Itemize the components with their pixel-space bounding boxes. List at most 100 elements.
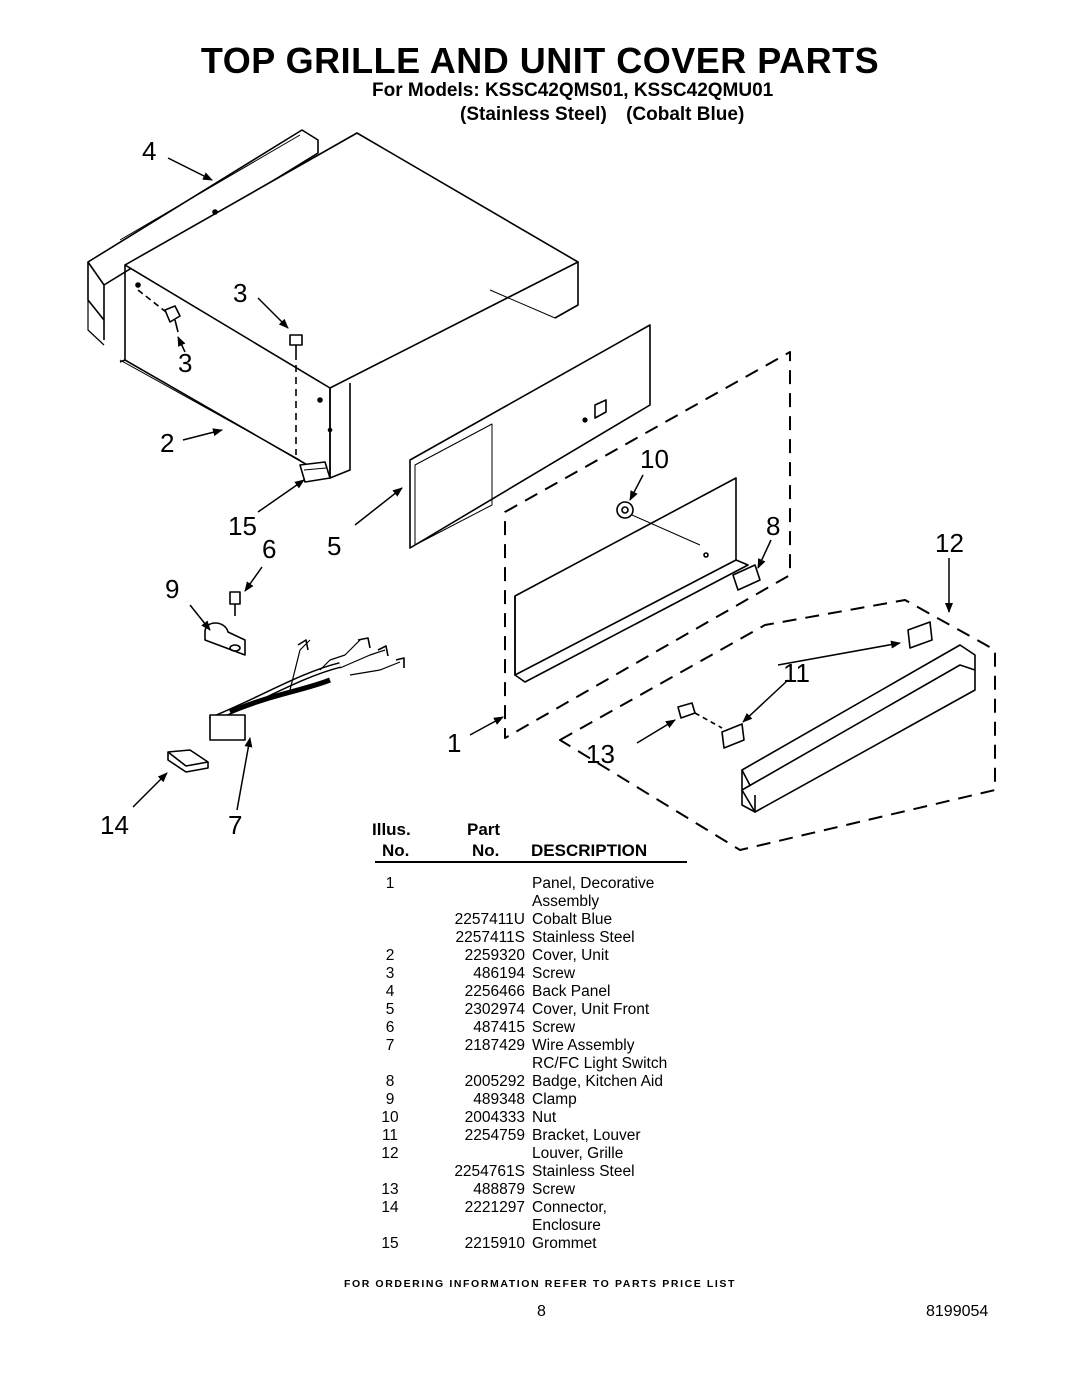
illus-number: 14 <box>381 1199 399 1216</box>
part-number: 2302974 <box>464 1001 525 1018</box>
table-row: 10 2004333 Nut <box>375 1109 705 1127</box>
table-row: RC/FC Light Switch <box>375 1055 705 1073</box>
page-title: TOP GRILLE AND UNIT COVER PARTS <box>200 40 880 81</box>
table-row: 8 2005292 Badge, Kitchen Aid <box>375 1073 705 1091</box>
callout-15: 15 <box>228 511 257 541</box>
table-row: 7 2187429 Wire Assembly <box>375 1037 705 1055</box>
badge-drawing <box>732 564 761 591</box>
part-description: Cobalt Blue <box>532 911 613 928</box>
connector-enclosure-drawing <box>167 749 209 773</box>
header-illus-top: Illus. <box>372 820 411 839</box>
part-number: 486194 <box>473 965 525 982</box>
illus-number: 5 <box>385 1001 395 1018</box>
wire-assembly-drawing <box>208 637 405 741</box>
part-number: 489348 <box>473 1091 525 1108</box>
header-illus-bottom: No. <box>382 841 410 860</box>
part-description: Badge, Kitchen Aid <box>532 1073 663 1090</box>
models-line: For Models: KSSC42QMS01, KSSC42QMU01 <box>372 80 774 101</box>
part-number: 2004333 <box>464 1109 525 1126</box>
illus-number: 10 <box>381 1109 399 1126</box>
grommet-drawing <box>299 461 331 483</box>
table-row: 12 Louver, Grille <box>375 1145 705 1163</box>
illus-number: 7 <box>385 1037 395 1054</box>
decorative-panel-drawing <box>514 477 749 683</box>
header-part-top: Part <box>467 820 501 839</box>
callout-8: 8 <box>766 511 780 541</box>
part-description: Nut <box>532 1109 557 1126</box>
header-rule <box>375 861 687 863</box>
callout-5: 5 <box>327 531 341 561</box>
illus-number: 6 <box>385 1019 395 1036</box>
callout-4: 4 <box>142 136 156 166</box>
part-description: Stainless Steel <box>532 1163 635 1180</box>
clamp-drawing <box>204 591 246 656</box>
illus-number: 12 <box>381 1145 399 1162</box>
table-row: 6 487415 Screw <box>375 1019 705 1037</box>
callout-1: 1 <box>447 728 461 758</box>
part-description: Cover, Unit <box>532 947 609 964</box>
header-part-bottom: No. <box>472 841 500 860</box>
page-number: 8 <box>537 1303 546 1320</box>
document-number: 8199054 <box>926 1303 989 1320</box>
cover-screws-drawing <box>137 289 303 455</box>
callout-3a: 3 <box>233 278 247 308</box>
part-description: Screw <box>532 965 576 982</box>
part-number: 2254761S <box>454 1163 525 1180</box>
part-number: 2259320 <box>464 947 525 964</box>
variant-stainless: (Stainless Steel) <box>460 104 607 125</box>
illus-number: 8 <box>385 1073 395 1090</box>
callout-9: 9 <box>165 574 179 604</box>
callout-11: 11 <box>783 658 810 688</box>
table-row: 2254761S Stainless Steel <box>375 1163 705 1181</box>
part-description: Screw <box>532 1019 576 1036</box>
part-number: 2215910 <box>464 1235 525 1252</box>
illus-number: 3 <box>385 965 395 982</box>
table-row: 2257411S Stainless Steel <box>375 929 705 947</box>
table-row: 3 486194 Screw <box>375 965 705 983</box>
part-number: 487415 <box>473 1019 525 1036</box>
illus-number: 4 <box>385 983 395 1000</box>
part-number: 2187429 <box>464 1037 525 1054</box>
part-number: 2005292 <box>464 1073 525 1090</box>
callout-6: 6 <box>262 534 276 564</box>
part-description: RC/FC Light Switch <box>532 1055 668 1072</box>
table-row: Enclosure <box>375 1217 705 1235</box>
panel-group-outline <box>504 351 791 739</box>
part-number: 488879 <box>473 1181 525 1198</box>
illus-number: 1 <box>385 875 395 892</box>
back-panel-drawing <box>87 129 319 346</box>
callout-12: 12 <box>935 528 964 558</box>
table-row: Assembly <box>375 893 705 911</box>
part-number: 2256466 <box>464 983 525 1000</box>
nut-drawing <box>616 501 634 519</box>
illus-number: 2 <box>385 947 395 964</box>
part-description: Louver, Grille <box>532 1145 624 1162</box>
unit-front-cover-drawing <box>409 324 651 549</box>
table-row: 4 2256466 Back Panel <box>375 983 705 1001</box>
table-row: 2 2259320 Cover, Unit <box>375 947 705 965</box>
callout-10: 10 <box>640 444 669 474</box>
part-description: Back Panel <box>532 983 611 1000</box>
part-description: Stainless Steel <box>532 929 635 946</box>
illus-number: 9 <box>385 1091 395 1108</box>
callout-2: 2 <box>160 428 174 458</box>
unit-cover-drawing <box>119 132 579 479</box>
callout-3b: 3 <box>178 348 192 378</box>
ordering-note: FOR ORDERING INFORMATION REFER TO PARTS … <box>343 1278 737 1290</box>
illus-number: 11 <box>381 1127 399 1144</box>
part-description: Wire Assembly <box>532 1037 635 1054</box>
illus-number: 15 <box>381 1235 399 1252</box>
variant-line: (Stainless Steel) (Cobalt Blue) <box>460 104 758 126</box>
variant-cobalt: (Cobalt Blue) <box>626 104 745 125</box>
part-number: 2257411S <box>455 929 525 946</box>
header-description: DESCRIPTION <box>531 841 648 860</box>
callout-13: 13 <box>586 739 615 769</box>
callout-7: 7 <box>228 810 242 840</box>
